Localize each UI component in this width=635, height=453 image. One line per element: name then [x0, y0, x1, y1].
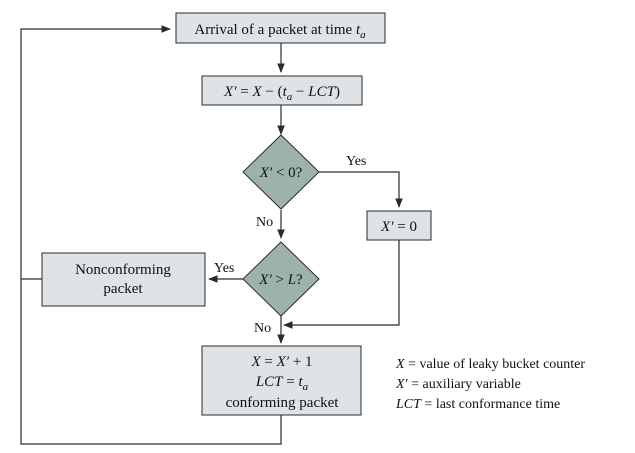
nonconforming-line2: packet	[103, 281, 143, 297]
legend-item: X′ = auxiliary variable	[395, 377, 521, 392]
legend: X = value of leaky bucket counter X′ = a…	[395, 357, 585, 412]
nonconforming-line1: Nonconforming	[75, 262, 171, 278]
edge-nonconforming-loop	[20, 25, 171, 280]
conforming-line1: X = X′ + 1	[250, 354, 312, 370]
label-no-negative: No	[256, 215, 273, 230]
edge-check-negative-yes	[319, 171, 403, 208]
update-formula: X′ = X − (ta − LCT)	[223, 84, 340, 103]
conforming-node: X = X′ + 1 LCT = ta conforming packet	[201, 345, 362, 416]
set-zero-node: X′ = 0	[366, 210, 432, 241]
conforming-line2: LCT = ta	[255, 374, 309, 393]
label-yes-negative: Yes	[346, 154, 366, 169]
nonconforming-node: Nonconforming packet	[41, 252, 206, 307]
check-limit-decision: X′ > L?	[242, 241, 320, 317]
label-yes-limit: Yes	[214, 261, 234, 276]
check-limit-text: X′ > L?	[258, 272, 303, 288]
legend-item: LCT = last conformance time	[395, 397, 560, 412]
update-node: X′ = X − (ta − LCT)	[201, 75, 363, 106]
legend-item: X = value of leaky bucket counter	[395, 357, 585, 372]
label-no-limit: No	[254, 321, 271, 336]
arrival-node: Arrival of a packet at time ta	[175, 12, 386, 44]
edge-set-zero-to-merge	[283, 240, 400, 329]
check-negative-text: X′ < 0?	[259, 165, 303, 181]
arrival-text: Arrival of a packet at time ta	[194, 22, 366, 41]
set-zero-text: X′ = 0	[380, 219, 417, 235]
check-negative-decision: X′ < 0?	[242, 134, 320, 210]
edge-conforming-loop	[20, 279, 282, 445]
conforming-line3: conforming packet	[226, 395, 340, 411]
